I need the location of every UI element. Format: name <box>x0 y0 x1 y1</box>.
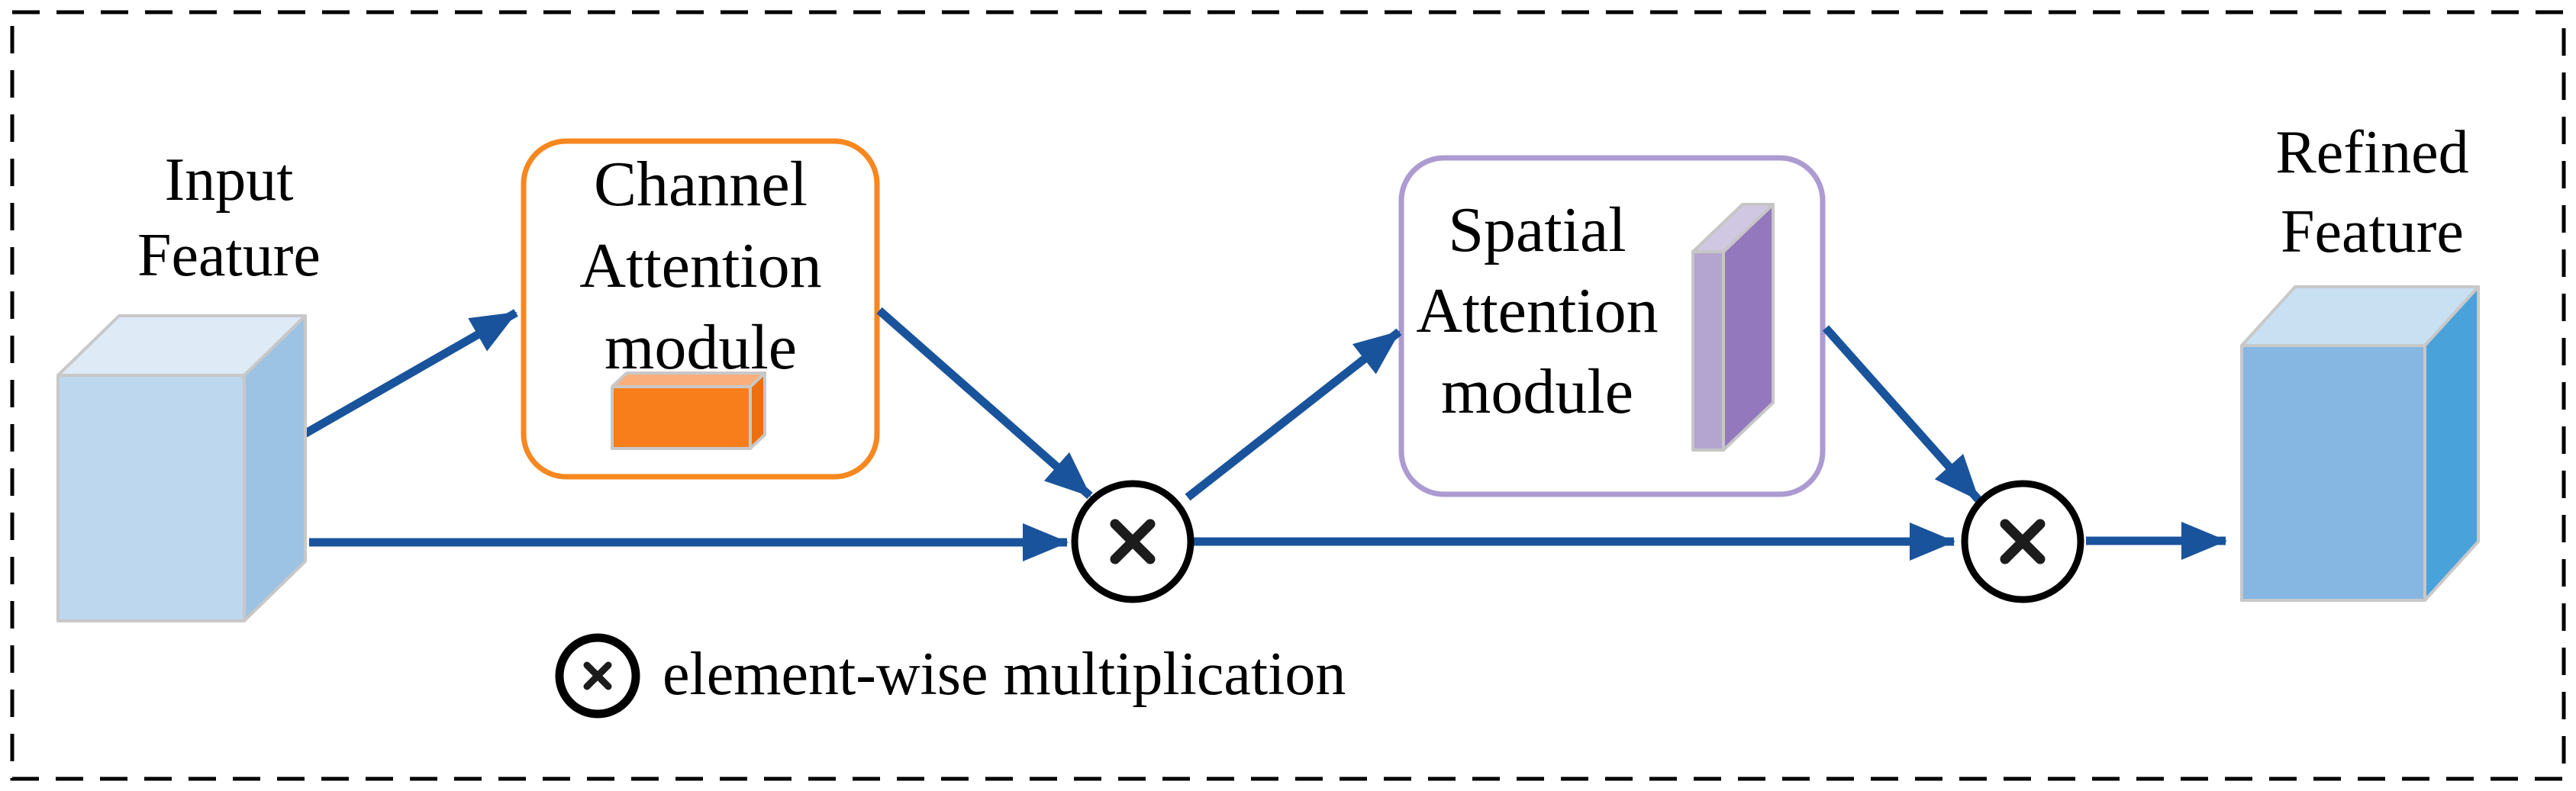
arrow-channel-to-multiply1 <box>876 307 1093 500</box>
multiply-icon <box>583 661 612 690</box>
arrow-spatial-to-multiply2 <box>1822 325 1982 503</box>
channel-label-line3: module <box>605 312 797 383</box>
channel-label-line1: Channel <box>594 149 808 220</box>
refined-feature-label: Refined Feature <box>2220 113 2525 272</box>
refined-feature-label-line1: Refined <box>2275 119 2469 186</box>
spatial-attention-module-label: Spatial Attention module <box>1365 190 1709 432</box>
spatial-slab-front-face <box>1691 250 1725 452</box>
input-cube-front-face <box>56 374 246 622</box>
input-feature-label: Input Feature <box>76 143 382 294</box>
input-feature-cube <box>56 314 307 622</box>
arrow-multiply1-to-spatial <box>1185 328 1402 501</box>
multiply-node-2 <box>1961 480 2084 603</box>
arrow-input-to-channel <box>301 309 518 439</box>
multiply-icon <box>1110 519 1156 564</box>
legend-label: element-wise multiplication <box>663 641 1346 708</box>
spatial-label-line3: module <box>1441 356 1633 427</box>
input-feature-label-line2: Feature <box>137 222 321 289</box>
legend: element-wise multiplication <box>663 640 1346 709</box>
multiply-node-1 <box>1071 480 1195 603</box>
channel-box-front-face <box>611 385 752 450</box>
channel-attention-3d-box <box>611 371 766 450</box>
multiply-icon <box>2000 519 2046 564</box>
spatial-label-line1: Spatial <box>1448 195 1627 265</box>
spatial-label-line2: Attention <box>1416 275 1659 346</box>
legend-multiply-symbol <box>555 633 640 719</box>
channel-attention-module-label: Channel Attention module <box>529 143 872 388</box>
dashed-border-frame <box>10 10 2566 781</box>
refined-feature-label-line2: Feature <box>2281 198 2464 265</box>
channel-label-line2: Attention <box>579 230 822 301</box>
input-feature-label-line1: Input <box>164 146 294 214</box>
refined-feature-cube <box>2240 285 2480 602</box>
spatial-attention-3d-slab <box>1691 203 1775 452</box>
refined-cube-front-face <box>2240 344 2426 602</box>
